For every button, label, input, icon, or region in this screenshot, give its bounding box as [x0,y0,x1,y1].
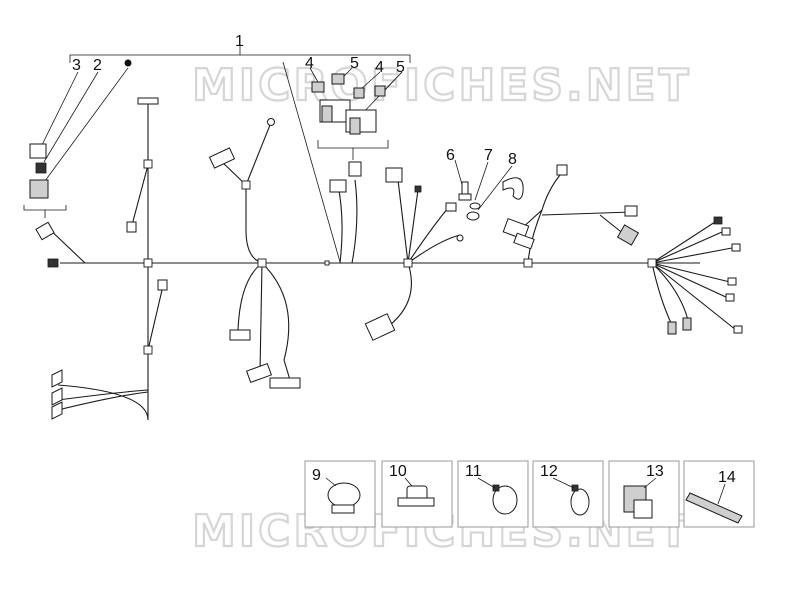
callout-bracket-1 [69,46,411,63]
edge-clip-icon [623,485,653,519]
cable-tie-icon [492,484,518,515]
callout-9: 9 [312,467,321,484]
callout-7: 7 [484,147,493,164]
callout-4b: 4 [375,59,384,76]
clamp-icon [327,482,361,514]
callout-13: 13 [646,463,664,480]
callout-12: 12 [540,463,558,480]
callout-5a: 5 [350,55,359,72]
junction-nodes [143,159,657,355]
connector-parts [29,97,464,420]
callout-numbers: 1 2 3 4 5 4 5 6 7 8 9 10 11 12 13 14 [72,33,736,486]
callout-2: 2 [93,57,102,74]
callout-4a: 4 [305,55,314,72]
callout-1: 1 [235,33,244,50]
fuse-relay-group [311,73,386,135]
right-side-parts [502,164,743,335]
callout-6: 6 [446,147,455,164]
sleeve-icon [685,492,743,524]
callout-10: 10 [389,463,407,480]
callout-8: 8 [508,151,517,168]
box-leaders [325,477,726,505]
callout-14: 14 [718,469,736,486]
watermark-top: MICROFICHES.NET [192,60,692,111]
callout-5b: 5 [396,59,405,76]
callout-11: 11 [465,463,482,480]
callout-3: 3 [72,57,81,74]
callout-dot [124,59,132,67]
cable-tie-small-icon [570,484,590,516]
p-clip-icon [397,485,435,507]
fasteners-6-7-8 [458,181,481,221]
loose-item-boxes [304,460,755,528]
